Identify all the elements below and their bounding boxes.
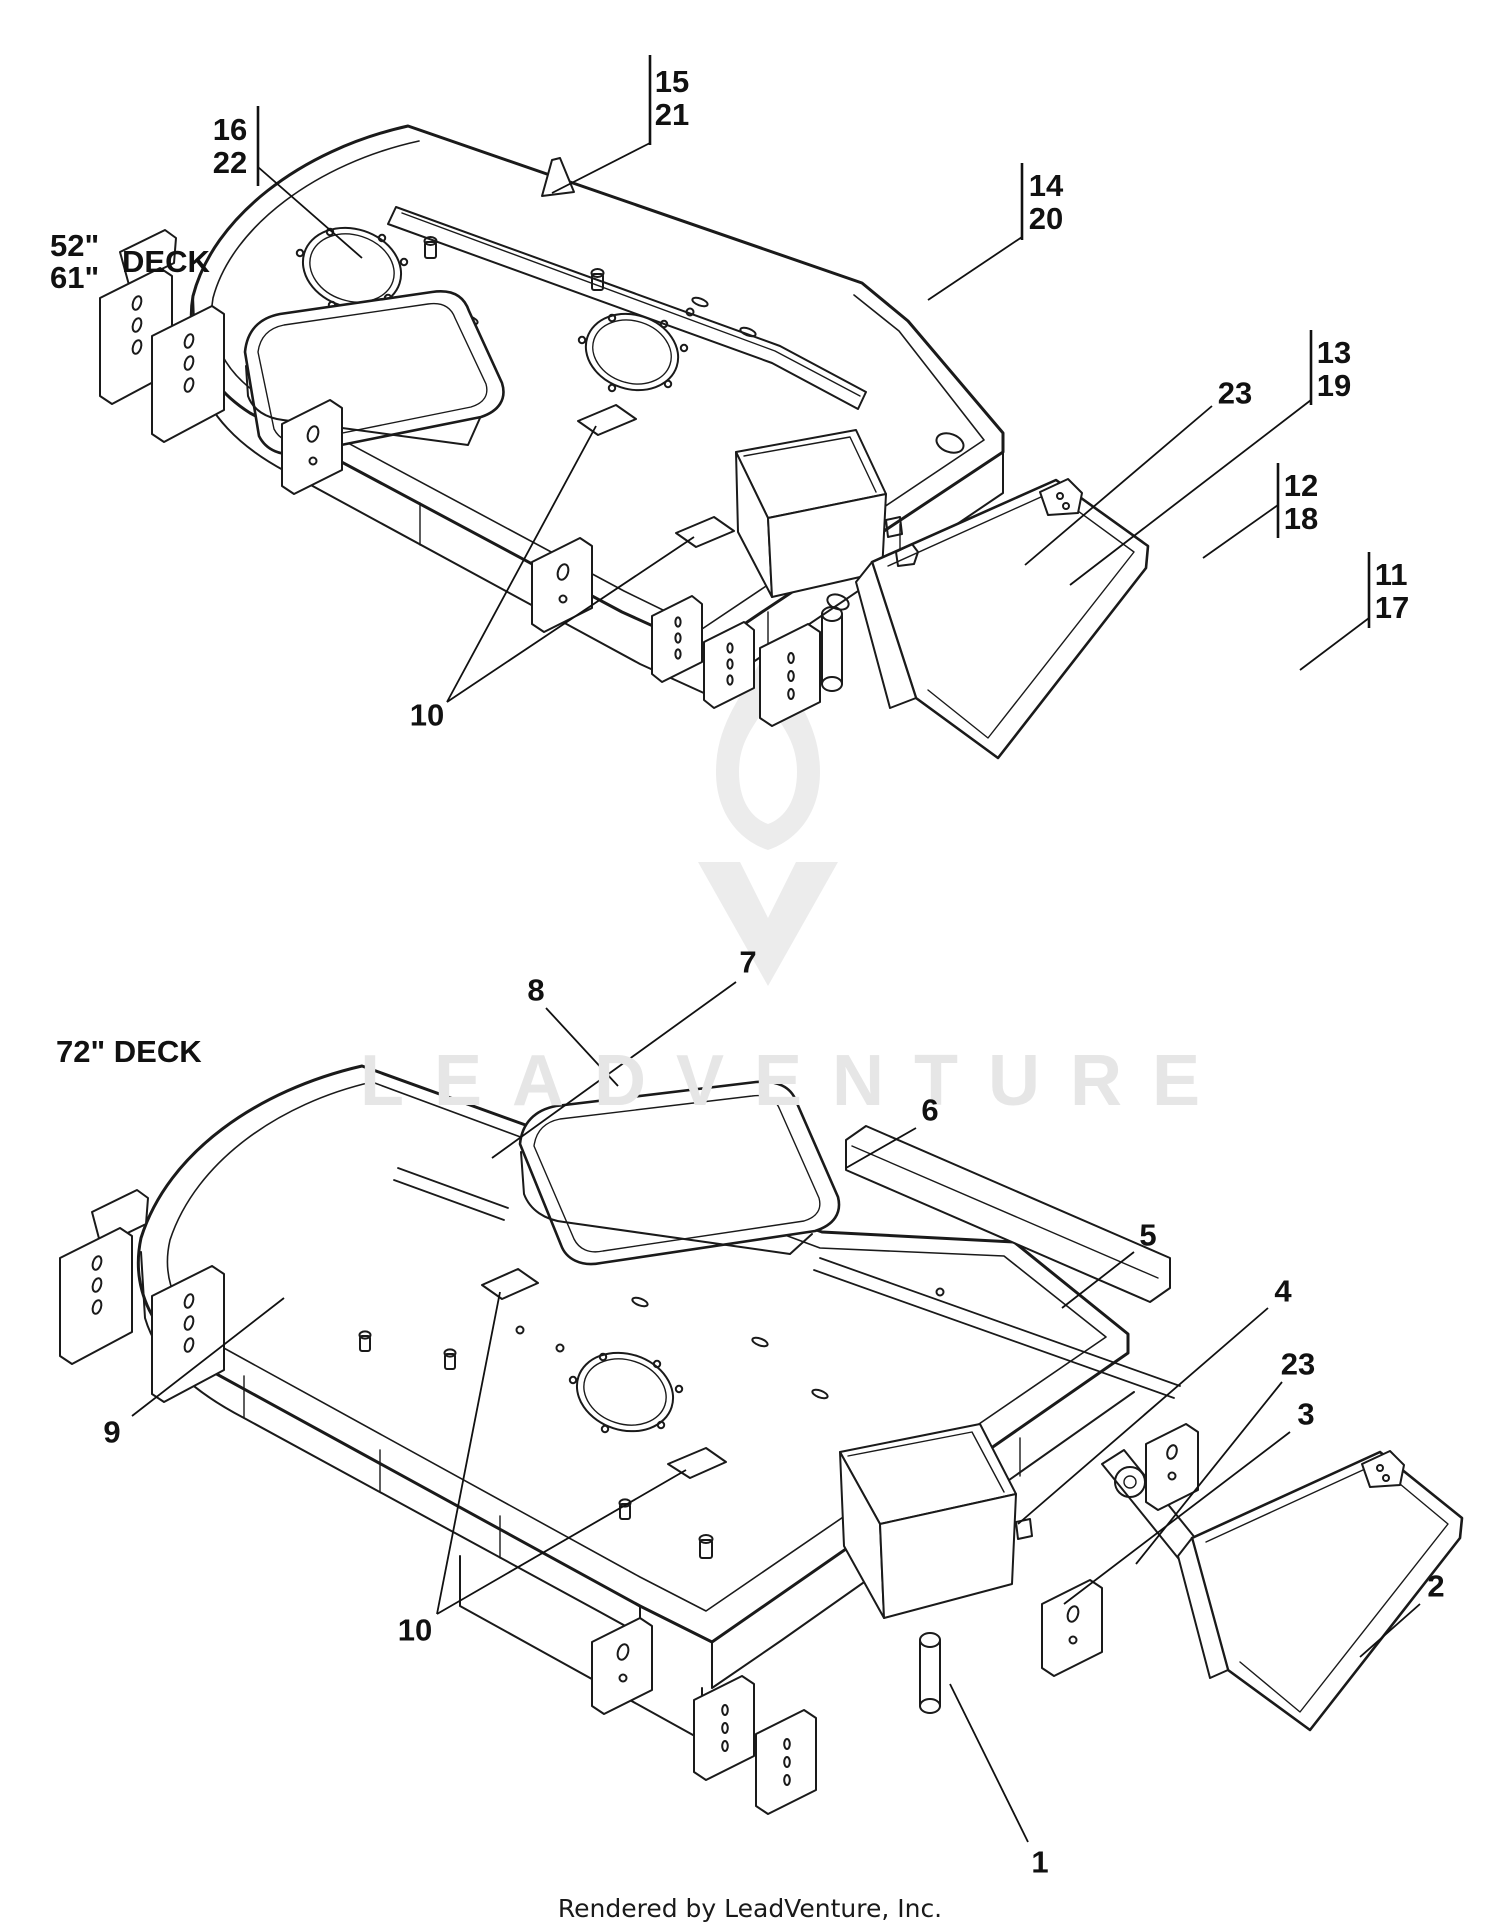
front-hangers xyxy=(591,1579,1103,1815)
deck-52-61-line-art xyxy=(99,124,1150,760)
discharge-chute-2 xyxy=(1177,1450,1464,1732)
callout-23-bottom: 23 xyxy=(1280,1346,1316,1382)
callout-7: 7 xyxy=(739,944,757,980)
leader-16-22 xyxy=(257,166,363,259)
callout-2: 2 xyxy=(1427,1568,1445,1604)
splitter-rail xyxy=(845,1125,1171,1303)
rear-rail xyxy=(387,206,867,410)
callout-5: 5 xyxy=(1139,1217,1157,1253)
hardware-studs xyxy=(358,1287,945,1559)
callout-9: 9 xyxy=(103,1414,121,1450)
leader-4 xyxy=(1017,1307,1269,1525)
leader-2 xyxy=(1359,1603,1421,1658)
side-brackets xyxy=(59,1189,225,1403)
callout-10-top: 10 xyxy=(409,697,445,733)
deck-52-61-title-word: DECK xyxy=(122,244,210,279)
leader-10-top-b xyxy=(446,536,695,703)
leader-13-19 xyxy=(1069,399,1312,586)
leader-12-18 xyxy=(1202,504,1279,559)
leader-8 xyxy=(545,1007,619,1087)
leader-3 xyxy=(1063,1431,1291,1605)
deck-72-line-art xyxy=(59,1064,1464,1815)
front-hangers xyxy=(281,399,843,727)
leader-9 xyxy=(131,1297,285,1417)
callout-leader-lines xyxy=(131,55,1421,1843)
control-box-4 xyxy=(839,1423,1033,1619)
hatch-cover-7 xyxy=(518,1080,841,1266)
watermark-text: LEADVENTURE xyxy=(359,1041,1231,1121)
callout-8: 8 xyxy=(527,972,545,1008)
side-brackets xyxy=(99,229,225,443)
leader-10-bottom-b xyxy=(436,1469,687,1615)
deck-72-title: 72" DECK xyxy=(56,1034,202,1069)
leader-14-20 xyxy=(927,236,1023,301)
callout-1: 1 xyxy=(1031,1844,1049,1880)
callout-tick-bars xyxy=(256,55,1371,628)
leader-7 xyxy=(491,981,737,1159)
leader-23-bottom xyxy=(1135,1381,1283,1565)
callout-10-bottom: 10 xyxy=(397,1612,433,1648)
leader-10-top-a xyxy=(446,425,597,703)
callout-23-top: 23 xyxy=(1217,375,1253,411)
deck-52-61-size-61: 61" xyxy=(50,260,100,295)
deck-52-61-size-52: 52" xyxy=(50,228,100,263)
leader-11-17 xyxy=(1299,617,1370,671)
leader-6 xyxy=(845,1127,917,1169)
leaders xyxy=(131,142,1421,1843)
leader-1 xyxy=(949,1683,1029,1843)
control-box-12-18 xyxy=(735,429,903,598)
spindle-opening xyxy=(568,1351,684,1434)
callout-4: 4 xyxy=(1274,1273,1292,1309)
callout-6: 6 xyxy=(921,1092,939,1128)
leader-23-top xyxy=(1024,405,1213,566)
footer-credit: Rendered by LeadVenture, Inc. xyxy=(557,1894,943,1923)
cover-plates-item10 xyxy=(481,1268,727,1479)
discharge-chute-11-17 xyxy=(855,478,1150,760)
callout-3: 3 xyxy=(1297,1396,1315,1432)
leader-15-21 xyxy=(551,142,651,194)
leader-10-bottom-a xyxy=(436,1291,501,1615)
leader-5 xyxy=(1061,1251,1135,1309)
